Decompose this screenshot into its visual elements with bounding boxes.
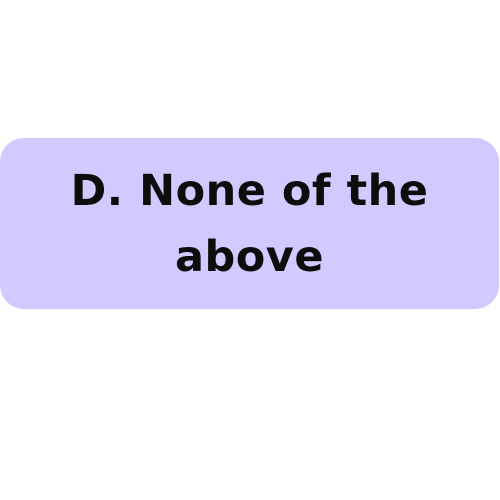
answer-option-d-button[interactable]: D. None of the above: [0, 138, 499, 309]
answer-option-label: D. None of the above: [70, 165, 429, 282]
